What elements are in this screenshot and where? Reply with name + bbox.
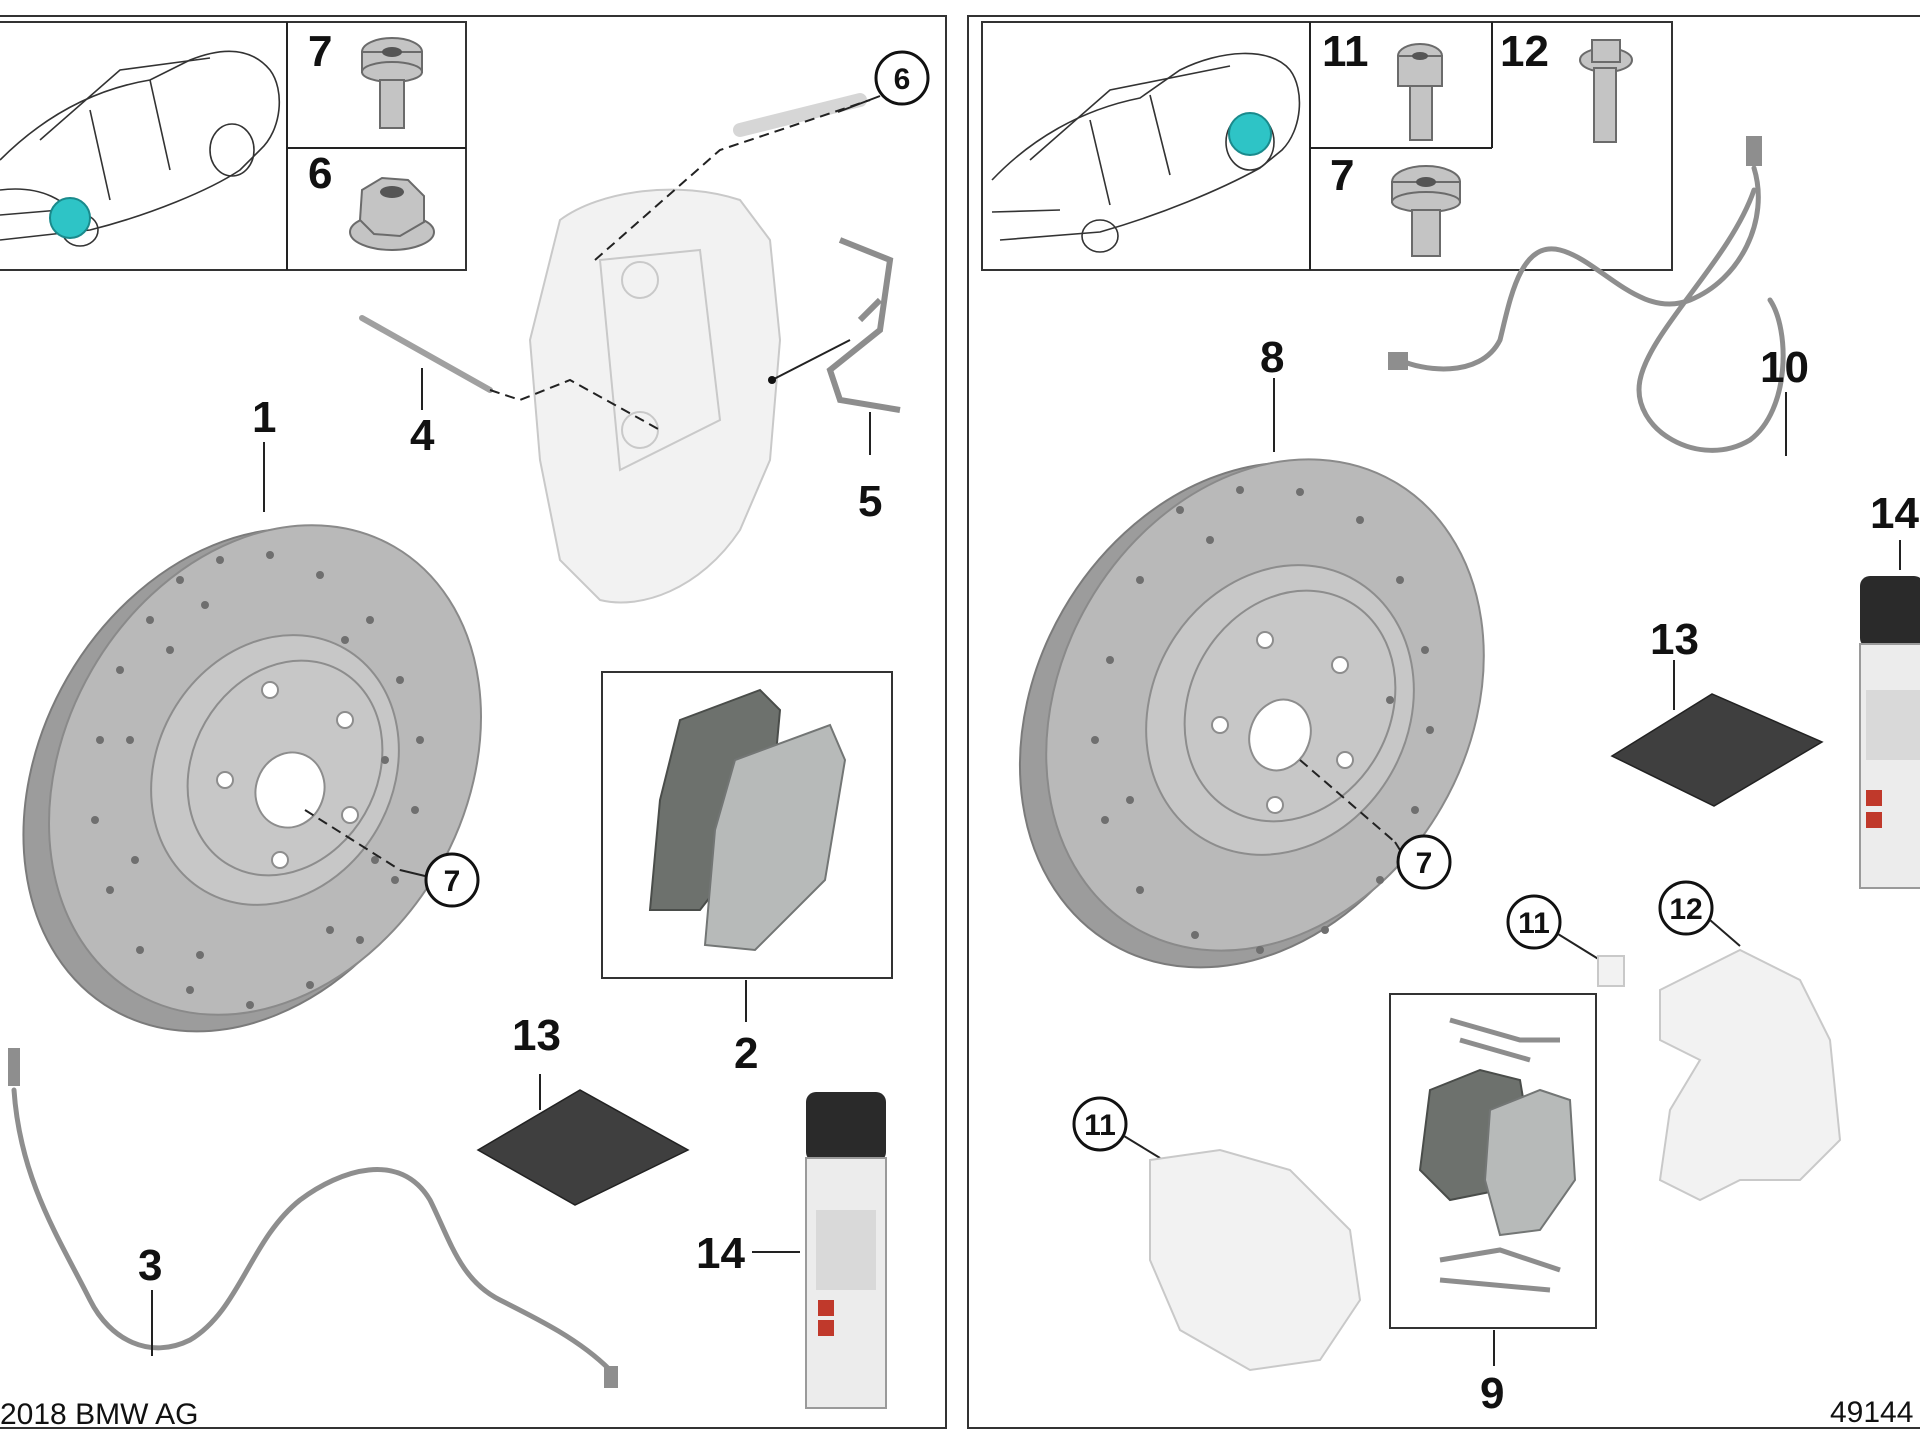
- rear-pad-clips-top: [1449, 1017, 1560, 1063]
- car-outline-left: [0, 50, 281, 247]
- callout-3: 3: [138, 1241, 162, 1290]
- callout-6: 6: [894, 63, 911, 96]
- brake-disc-rear: [1018, 458, 1485, 969]
- brake-pads-front: [648, 688, 847, 952]
- callout-11-top: 11: [1518, 907, 1550, 940]
- callout-13-left: 13: [512, 1011, 561, 1060]
- brake-pads-rear: [1418, 1068, 1577, 1237]
- ghost-bolt: [1597, 955, 1625, 987]
- pads-box-left: [601, 671, 893, 979]
- guide-pin: [359, 315, 493, 393]
- callout-circle-11-left: [1072, 1096, 1128, 1152]
- callout-circle-7-right: [1396, 834, 1452, 890]
- callout-7-right: 7: [1416, 847, 1433, 880]
- left-header-label-7: 7: [308, 27, 332, 76]
- right-header-label-12: 12: [1500, 27, 1549, 76]
- hex-nut-icon: [349, 176, 435, 251]
- callout-11-left: 11: [1084, 1109, 1116, 1142]
- callout-13-right: 13: [1650, 615, 1699, 664]
- right-header-label-7: 7: [1330, 151, 1354, 200]
- callout-circle-12: [1658, 880, 1714, 936]
- caliper-bolt-ghost: [733, 93, 867, 137]
- rear-pad-clips-bottom: [1439, 1247, 1561, 1293]
- callout-9: 9: [1480, 1369, 1504, 1418]
- copyright-text: 2018 BMW AG: [0, 1398, 198, 1431]
- diagram-number: 49144: [1830, 1396, 1913, 1429]
- location-marker-rear: [1228, 112, 1272, 156]
- left-header-label-6: 6: [308, 149, 332, 198]
- callout-5: 5: [858, 477, 882, 526]
- right-panel: 11 12 7 10: [967, 15, 1920, 1429]
- callout-12: 12: [1669, 893, 1702, 926]
- hub-bolt-holes: [216, 681, 359, 869]
- wear-sensor-rear: [1388, 136, 1786, 453]
- wear-sensor-front: [8, 1048, 618, 1388]
- spray-can-left: [805, 1092, 887, 1409]
- callout-circle-11-top: [1506, 894, 1562, 950]
- right-panel-frame: [967, 15, 1920, 1429]
- anti-rattle-spring: [826, 237, 901, 413]
- rear-caliper-ghost: [1149, 1148, 1362, 1372]
- callout-4: 4: [410, 411, 435, 460]
- grease-sachet-right: [1610, 693, 1824, 807]
- disc-screw-icon: [1391, 165, 1461, 257]
- rear-disc-drill-holes: [1091, 486, 1434, 954]
- pads-box-right: [1389, 993, 1597, 1329]
- flange-bolt-icon: [361, 37, 423, 129]
- spray-can-right: [1859, 576, 1920, 889]
- caliper-ghost-left: [528, 188, 782, 604]
- left-panel: 7 6 4 6: [0, 15, 947, 1431]
- callout-14-left: 14: [696, 1229, 745, 1278]
- left-header-box: [0, 21, 467, 271]
- left-panel-frame: [0, 15, 947, 1429]
- torx-bolt-icon: [1397, 43, 1443, 141]
- location-marker-front: [49, 197, 91, 239]
- brake-disc-front: [22, 524, 482, 1033]
- right-header-label-11: 11: [1322, 27, 1369, 76]
- callout-10: 10: [1760, 343, 1809, 392]
- grease-sachet-left: [476, 1089, 690, 1206]
- callout-2: 2: [734, 1029, 758, 1078]
- flange-head-bolt-icon: [1579, 39, 1633, 143]
- disc-drill-holes: [91, 551, 424, 1009]
- callout-8: 8: [1260, 333, 1284, 382]
- right-header-box: [981, 21, 1673, 271]
- callout-circle-6: [874, 50, 930, 106]
- callout-7-left: 7: [444, 865, 461, 898]
- callout-circle-7-left: [424, 852, 480, 908]
- callout-14-right: 14: [1870, 489, 1919, 538]
- rear-hub-bolt-holes: [1211, 631, 1354, 814]
- caliper-carrier-ghost: [1658, 948, 1842, 1202]
- callout-1: 1: [252, 393, 276, 442]
